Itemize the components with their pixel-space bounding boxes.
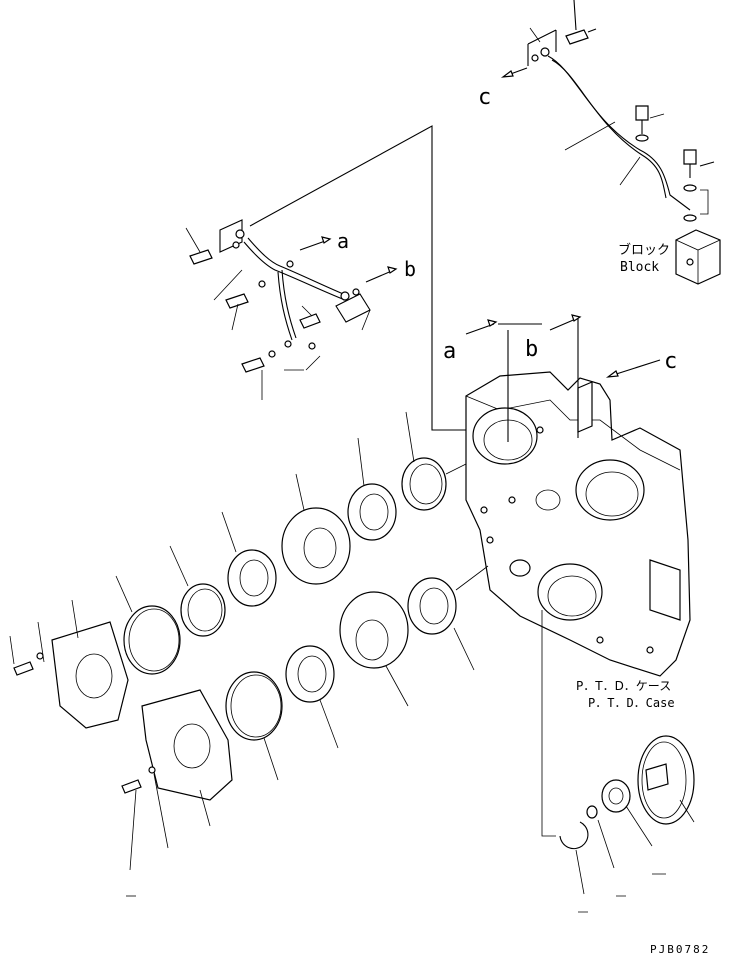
upper-tube-assembly xyxy=(500,0,721,285)
bearing-gear-train xyxy=(9,411,489,897)
arrow-label-c-top: c xyxy=(478,85,491,110)
block-label-en: Block xyxy=(620,260,659,275)
case-arrow-label-b: b xyxy=(525,337,538,362)
middle-tube-assembly xyxy=(185,125,470,431)
case-label-en: P．T．D．Case xyxy=(588,696,675,710)
case-arrow-label-c: c xyxy=(664,349,677,374)
output-flange-assembly xyxy=(559,735,695,913)
arrow-label-b: b xyxy=(404,257,416,281)
arrow-label-a: a xyxy=(337,229,349,253)
ptd-case xyxy=(465,314,691,837)
case-arrow-label-a: a xyxy=(443,339,456,364)
drawing-code: PJB0782 xyxy=(650,943,710,956)
case-label-jp: P．T．D．ケース xyxy=(576,679,671,693)
block-label-jp: ブロック xyxy=(618,242,670,258)
